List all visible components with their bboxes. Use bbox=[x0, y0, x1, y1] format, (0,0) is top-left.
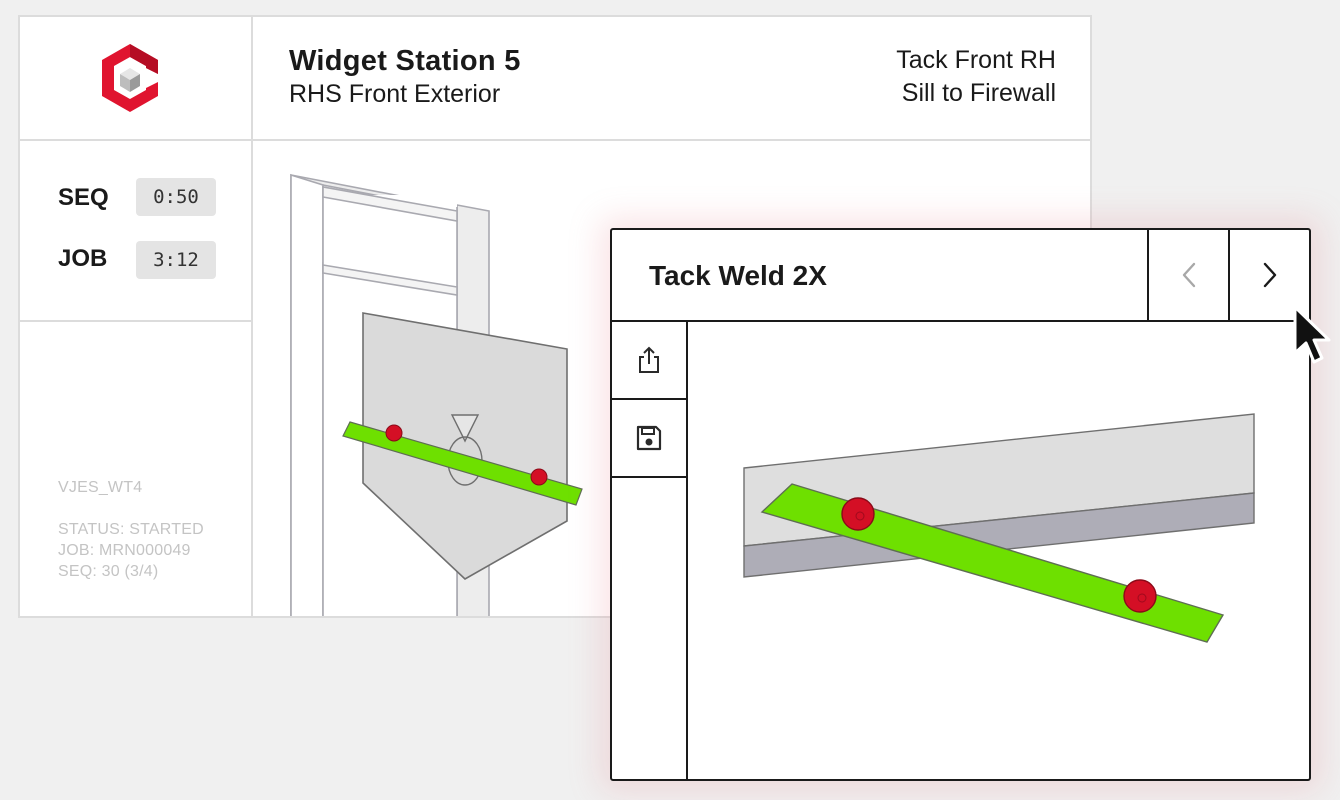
share-icon bbox=[639, 346, 659, 373]
task-subtitle: Sill to Firewall bbox=[901, 79, 1056, 107]
save-button[interactable] bbox=[612, 400, 686, 478]
bracket-part bbox=[362, 312, 568, 580]
page-header: Widget Station 5 RHS Front Exterior Tack… bbox=[251, 17, 1090, 141]
share-button[interactable] bbox=[612, 322, 686, 400]
job-timer-value: 3:12 bbox=[136, 241, 216, 279]
weld-point bbox=[530, 468, 548, 486]
task-title: Tack Front RH bbox=[896, 46, 1056, 74]
logo-cell bbox=[20, 17, 253, 141]
job-timer-label: JOB bbox=[58, 245, 108, 272]
weld-strip bbox=[760, 483, 1225, 643]
weld-point bbox=[385, 424, 403, 442]
chevron-right-icon bbox=[1263, 262, 1276, 288]
weld-point bbox=[841, 497, 875, 531]
weld-detail-view bbox=[686, 322, 1309, 779]
weld-strip bbox=[342, 421, 583, 506]
save-icon bbox=[636, 425, 662, 451]
popup-header: Tack Weld 2X bbox=[612, 230, 1309, 322]
tack-weld-detail-panel: Tack Weld 2X bbox=[610, 228, 1311, 781]
status-info-panel: VJES_WT4 STATUS: STARTED JOB: MRN000049 … bbox=[20, 320, 253, 616]
workstation-id: VJES_WT4 bbox=[58, 479, 143, 496]
station-title: Widget Station 5 bbox=[289, 45, 521, 77]
seq-text: SEQ: 30 (3/4) bbox=[58, 563, 159, 580]
mouse-pointer-icon bbox=[1293, 305, 1331, 364]
cube-logo-icon bbox=[102, 44, 158, 112]
job-text: JOB: MRN000049 bbox=[58, 542, 191, 559]
timer-panel: SEQ 0:50 JOB 3:12 bbox=[20, 139, 253, 322]
weld-point bbox=[1123, 579, 1157, 613]
popup-title: Tack Weld 2X bbox=[649, 260, 827, 291]
seq-timer-value: 0:50 bbox=[136, 178, 216, 216]
next-step-button[interactable] bbox=[1228, 230, 1309, 320]
station-subtitle: RHS Front Exterior bbox=[289, 80, 501, 108]
seq-timer-label: SEQ bbox=[58, 184, 109, 211]
chevron-left-icon bbox=[1182, 262, 1195, 288]
previous-step-button[interactable] bbox=[1147, 230, 1228, 320]
assembly-drawing bbox=[290, 173, 583, 616]
status-text: STATUS: STARTED bbox=[58, 521, 204, 538]
weld-detail-drawing bbox=[743, 413, 1255, 643]
assembly-view bbox=[251, 139, 1090, 616]
popup-toolbar bbox=[612, 322, 688, 779]
